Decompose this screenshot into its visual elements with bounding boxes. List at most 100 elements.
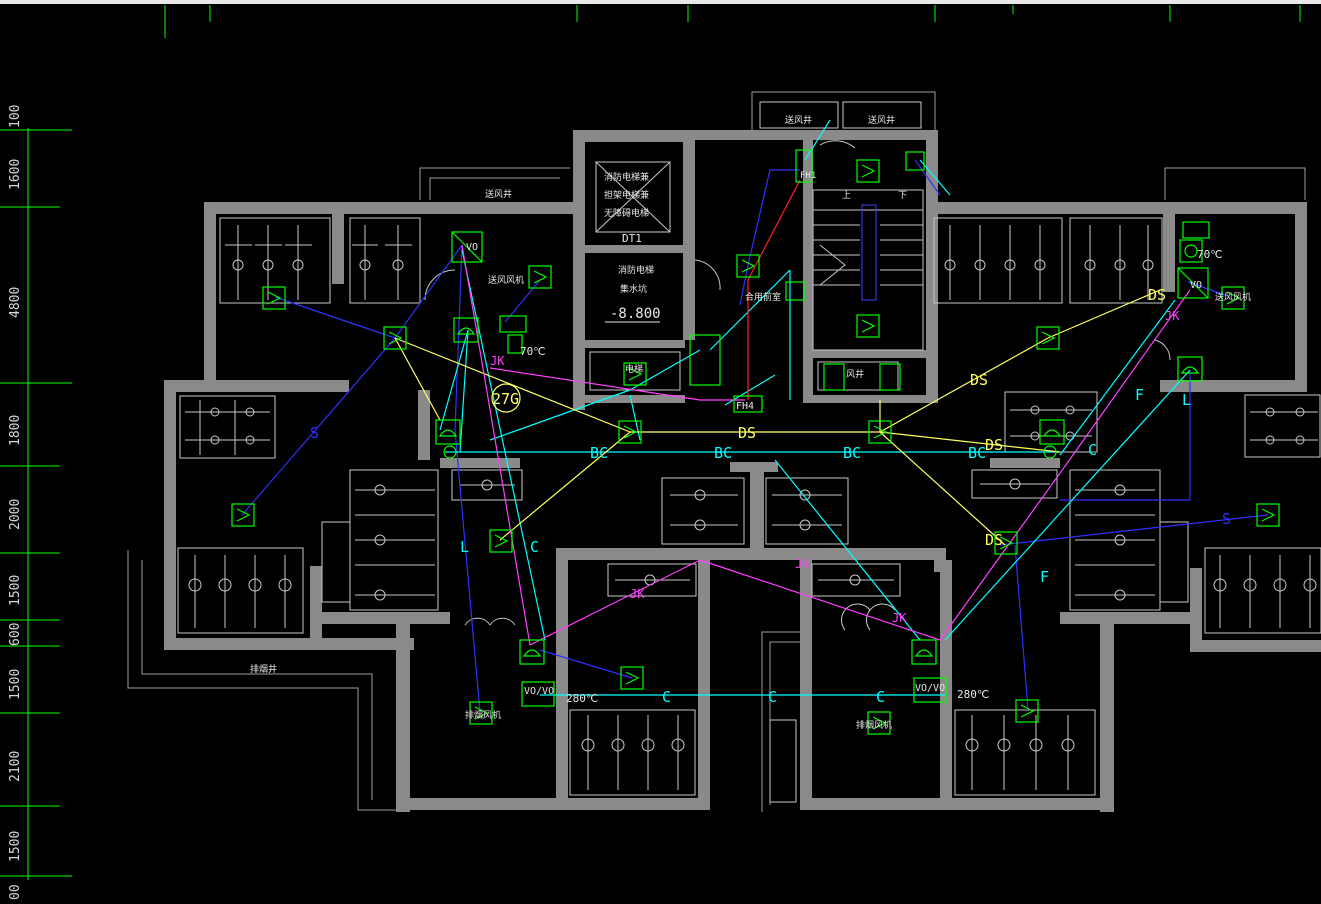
smoke-detector-icon[interactable] (1015, 699, 1039, 723)
phone-icon[interactable] (911, 639, 937, 665)
smoke-detector-icon[interactable] (231, 503, 255, 527)
phone-icon[interactable] (1039, 419, 1065, 445)
valve-box-icon[interactable] (733, 395, 763, 413)
elevator-label: 消防电梯兼 (604, 171, 649, 183)
smoke-detector-icon[interactable] (623, 362, 647, 386)
temp-label: 280℃ (957, 688, 989, 701)
dimension-label: 1500 (8, 668, 23, 700)
smoke-detector-icon[interactable] (867, 711, 891, 735)
wire-label-ds: DS (1148, 286, 1166, 304)
wiring-yellow (394, 289, 1161, 546)
smoke-detector-icon[interactable] (469, 701, 493, 725)
wiring-blue (241, 159, 1269, 713)
temp-label: 70℃ (1197, 248, 1223, 261)
wire-label-l: L (460, 538, 469, 556)
dimension-label: 2000 (8, 498, 23, 530)
wire-label-ds: DS (985, 531, 1003, 549)
zone-circle-icon (443, 445, 457, 459)
valve-box-icon[interactable] (507, 334, 523, 354)
fan-room-label: 合用前室 (745, 291, 781, 303)
dimension-label: 4800 (8, 286, 23, 318)
wire-label-s: S (1222, 510, 1231, 528)
phone-icon[interactable] (435, 419, 461, 445)
pit-label: 集水坑 (620, 283, 647, 295)
elevator-label: 担架电梯兼 (604, 189, 649, 201)
valve-box-icon[interactable] (1182, 221, 1210, 239)
valve-box-icon[interactable] (1177, 267, 1209, 299)
valve-box-icon[interactable] (823, 363, 845, 391)
wire-label-bc: BC (843, 444, 861, 462)
shaft-label: 送风井 (785, 114, 812, 126)
smoke-detector-icon[interactable] (736, 254, 760, 278)
smoke-detector-icon[interactable] (383, 326, 407, 350)
dimension-label: 00 (8, 884, 23, 900)
pit-label: 消防电梯 (618, 264, 654, 276)
smoke-detector-icon[interactable] (994, 531, 1018, 555)
dimension-label: 2100 (8, 750, 23, 782)
valve-box-icon[interactable] (1179, 239, 1203, 263)
supply-label: 送风风机 (1215, 291, 1251, 303)
wire-label-jk: JK (892, 611, 907, 625)
core-details (424, 101, 1171, 803)
walls (164, 130, 1321, 812)
valve-box-icon[interactable] (795, 149, 813, 183)
top-ruler-ticks (164, 5, 1301, 38)
wire-label-ds: DS (738, 424, 756, 442)
phone-icon[interactable] (453, 317, 479, 343)
smoke-detector-icon[interactable] (1221, 286, 1245, 310)
valve-box-icon[interactable] (451, 231, 483, 263)
valve-box-icon[interactable] (499, 315, 527, 333)
smoke-detector-icon[interactable] (620, 666, 644, 690)
vo-label: VO (466, 242, 478, 253)
dimension-label: 1500 (8, 574, 23, 606)
wire-label-bc: BC (968, 444, 986, 462)
smoke-detector-icon[interactable] (528, 265, 552, 289)
wire-label-c: C (768, 688, 777, 706)
smoke-detector-icon[interactable] (856, 159, 880, 183)
smoke-detector-icon[interactable] (868, 420, 892, 444)
dimension-label: 1800 (8, 414, 23, 446)
elevator-id: DT1 (622, 232, 642, 245)
valve-box-icon[interactable] (689, 334, 721, 386)
temp-label: 280℃ (566, 692, 598, 705)
valve-box-icon[interactable] (785, 281, 805, 301)
vovo-label: VO/VO (524, 686, 554, 697)
top-ruler-bar (0, 0, 1321, 4)
valve-box-icon[interactable] (879, 363, 901, 391)
wire-label-s: S (310, 424, 319, 442)
wire-label-c: C (530, 538, 539, 556)
smoke-detector-icon[interactable] (1256, 503, 1280, 527)
phone-icon[interactable] (519, 639, 545, 665)
smoke-detector-icon[interactable] (856, 314, 880, 338)
wire-label-jk: JK (1165, 309, 1180, 323)
hydrant-label: FH4 (736, 401, 754, 412)
wire-label-c: C (662, 688, 671, 706)
zone-circle-icon (491, 383, 521, 413)
shaft-label: 排烟井 (250, 663, 277, 675)
exhaust-label: 排烟风机 (465, 709, 501, 721)
valve-box-icon[interactable] (521, 681, 555, 707)
smoke-detector-icon[interactable] (489, 529, 513, 553)
exhaust-label: 排烟风机 (856, 719, 892, 731)
wire-label-jk: JK (490, 354, 505, 368)
phone-icon[interactable] (1177, 356, 1203, 382)
wire-label-ds: DS (970, 371, 988, 389)
wiring-red (747, 179, 801, 400)
temp-label: 70℃ (520, 345, 546, 358)
smoke-detector-icon[interactable] (618, 420, 642, 444)
valve-box-icon[interactable] (913, 677, 947, 703)
dimension-label: 100 (8, 104, 23, 128)
dimension-label: 1600 (8, 158, 23, 190)
wire-label-c: C (1088, 441, 1097, 459)
wire-label-bc: BC (714, 444, 732, 462)
wire-label-ds: DS (985, 436, 1003, 454)
valve-box-icon[interactable] (905, 151, 925, 171)
smoke-detector-icon[interactable] (262, 286, 286, 310)
stair-down-label: 下 (898, 191, 907, 201)
wire-label-l: L (1182, 391, 1191, 409)
smoke-detector-icon[interactable] (1036, 326, 1060, 350)
devices[interactable] (231, 149, 1280, 735)
left-dimension-line (0, 128, 72, 880)
